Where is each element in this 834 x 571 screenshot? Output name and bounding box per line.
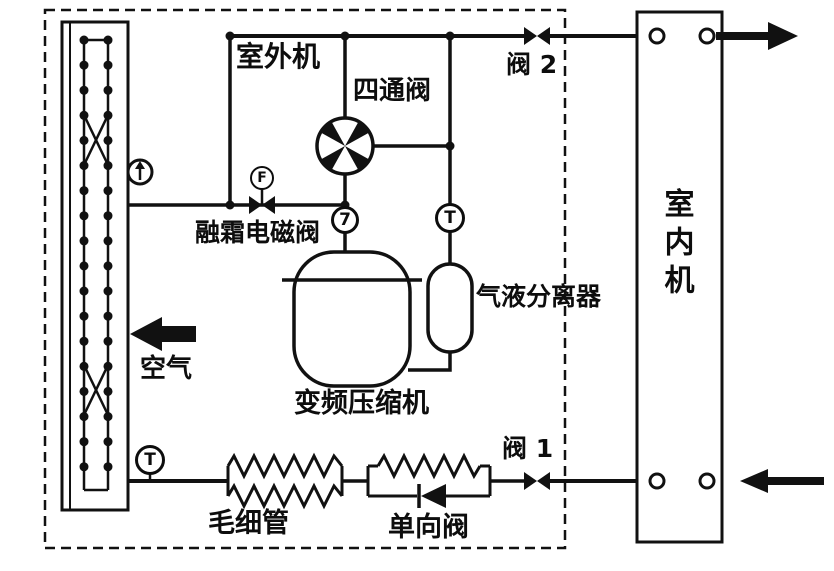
outdoor-unit-dashed-boundary (43, 8, 567, 550)
outdoor-coil (60, 20, 130, 512)
solenoid-coil-badge: F (250, 166, 274, 190)
label-defrost-solenoid-valve: 融霜电磁阀 (195, 218, 321, 247)
four-way-valve-symbol (315, 116, 375, 176)
check-valve-symbol (366, 452, 492, 508)
measure-point-7-badge: 7 (331, 206, 359, 234)
label-air: 空气 (140, 354, 193, 384)
valve-1-symbol (524, 472, 550, 490)
temp-sensor-top-badge: T (435, 203, 465, 233)
flow-arrow-in-icon (740, 469, 824, 493)
gas-liquid-separator-symbol (426, 262, 474, 354)
label-capillary-tube: 毛细管 (208, 508, 289, 539)
label-indoor-unit: 室内机 (658, 188, 694, 302)
label-valve-2: 阀 2 (506, 50, 558, 79)
label-check-valve: 单向阀 (388, 512, 469, 543)
defrost-solenoid-valve-symbol (249, 196, 275, 214)
compressor-symbol (282, 250, 422, 388)
indoor-port-top-right (698, 27, 716, 45)
label-valve-1: 阀 1 (502, 434, 554, 463)
temp-sensor-bottom-badge: T (135, 445, 165, 475)
indoor-port-bottom-left (648, 472, 666, 490)
indoor-port-top-left (648, 27, 666, 45)
valve-2-symbol (524, 27, 550, 45)
fan-motor-icon (126, 158, 154, 186)
indoor-port-bottom-right (698, 472, 716, 490)
capillary-tube-symbol (226, 452, 344, 510)
label-outdoor-unit: 室外机 (236, 40, 321, 73)
pipes (128, 34, 700, 483)
label-four-way-valve: 四通阀 (353, 76, 432, 106)
flow-arrow-out-icon (716, 22, 798, 50)
indoor-unit-box (635, 10, 724, 544)
label-inverter-compressor: 变频压缩机 (294, 388, 429, 419)
label-gas-liquid-separator: 气液分离器 (476, 282, 602, 311)
air-arrow-icon (130, 317, 196, 351)
